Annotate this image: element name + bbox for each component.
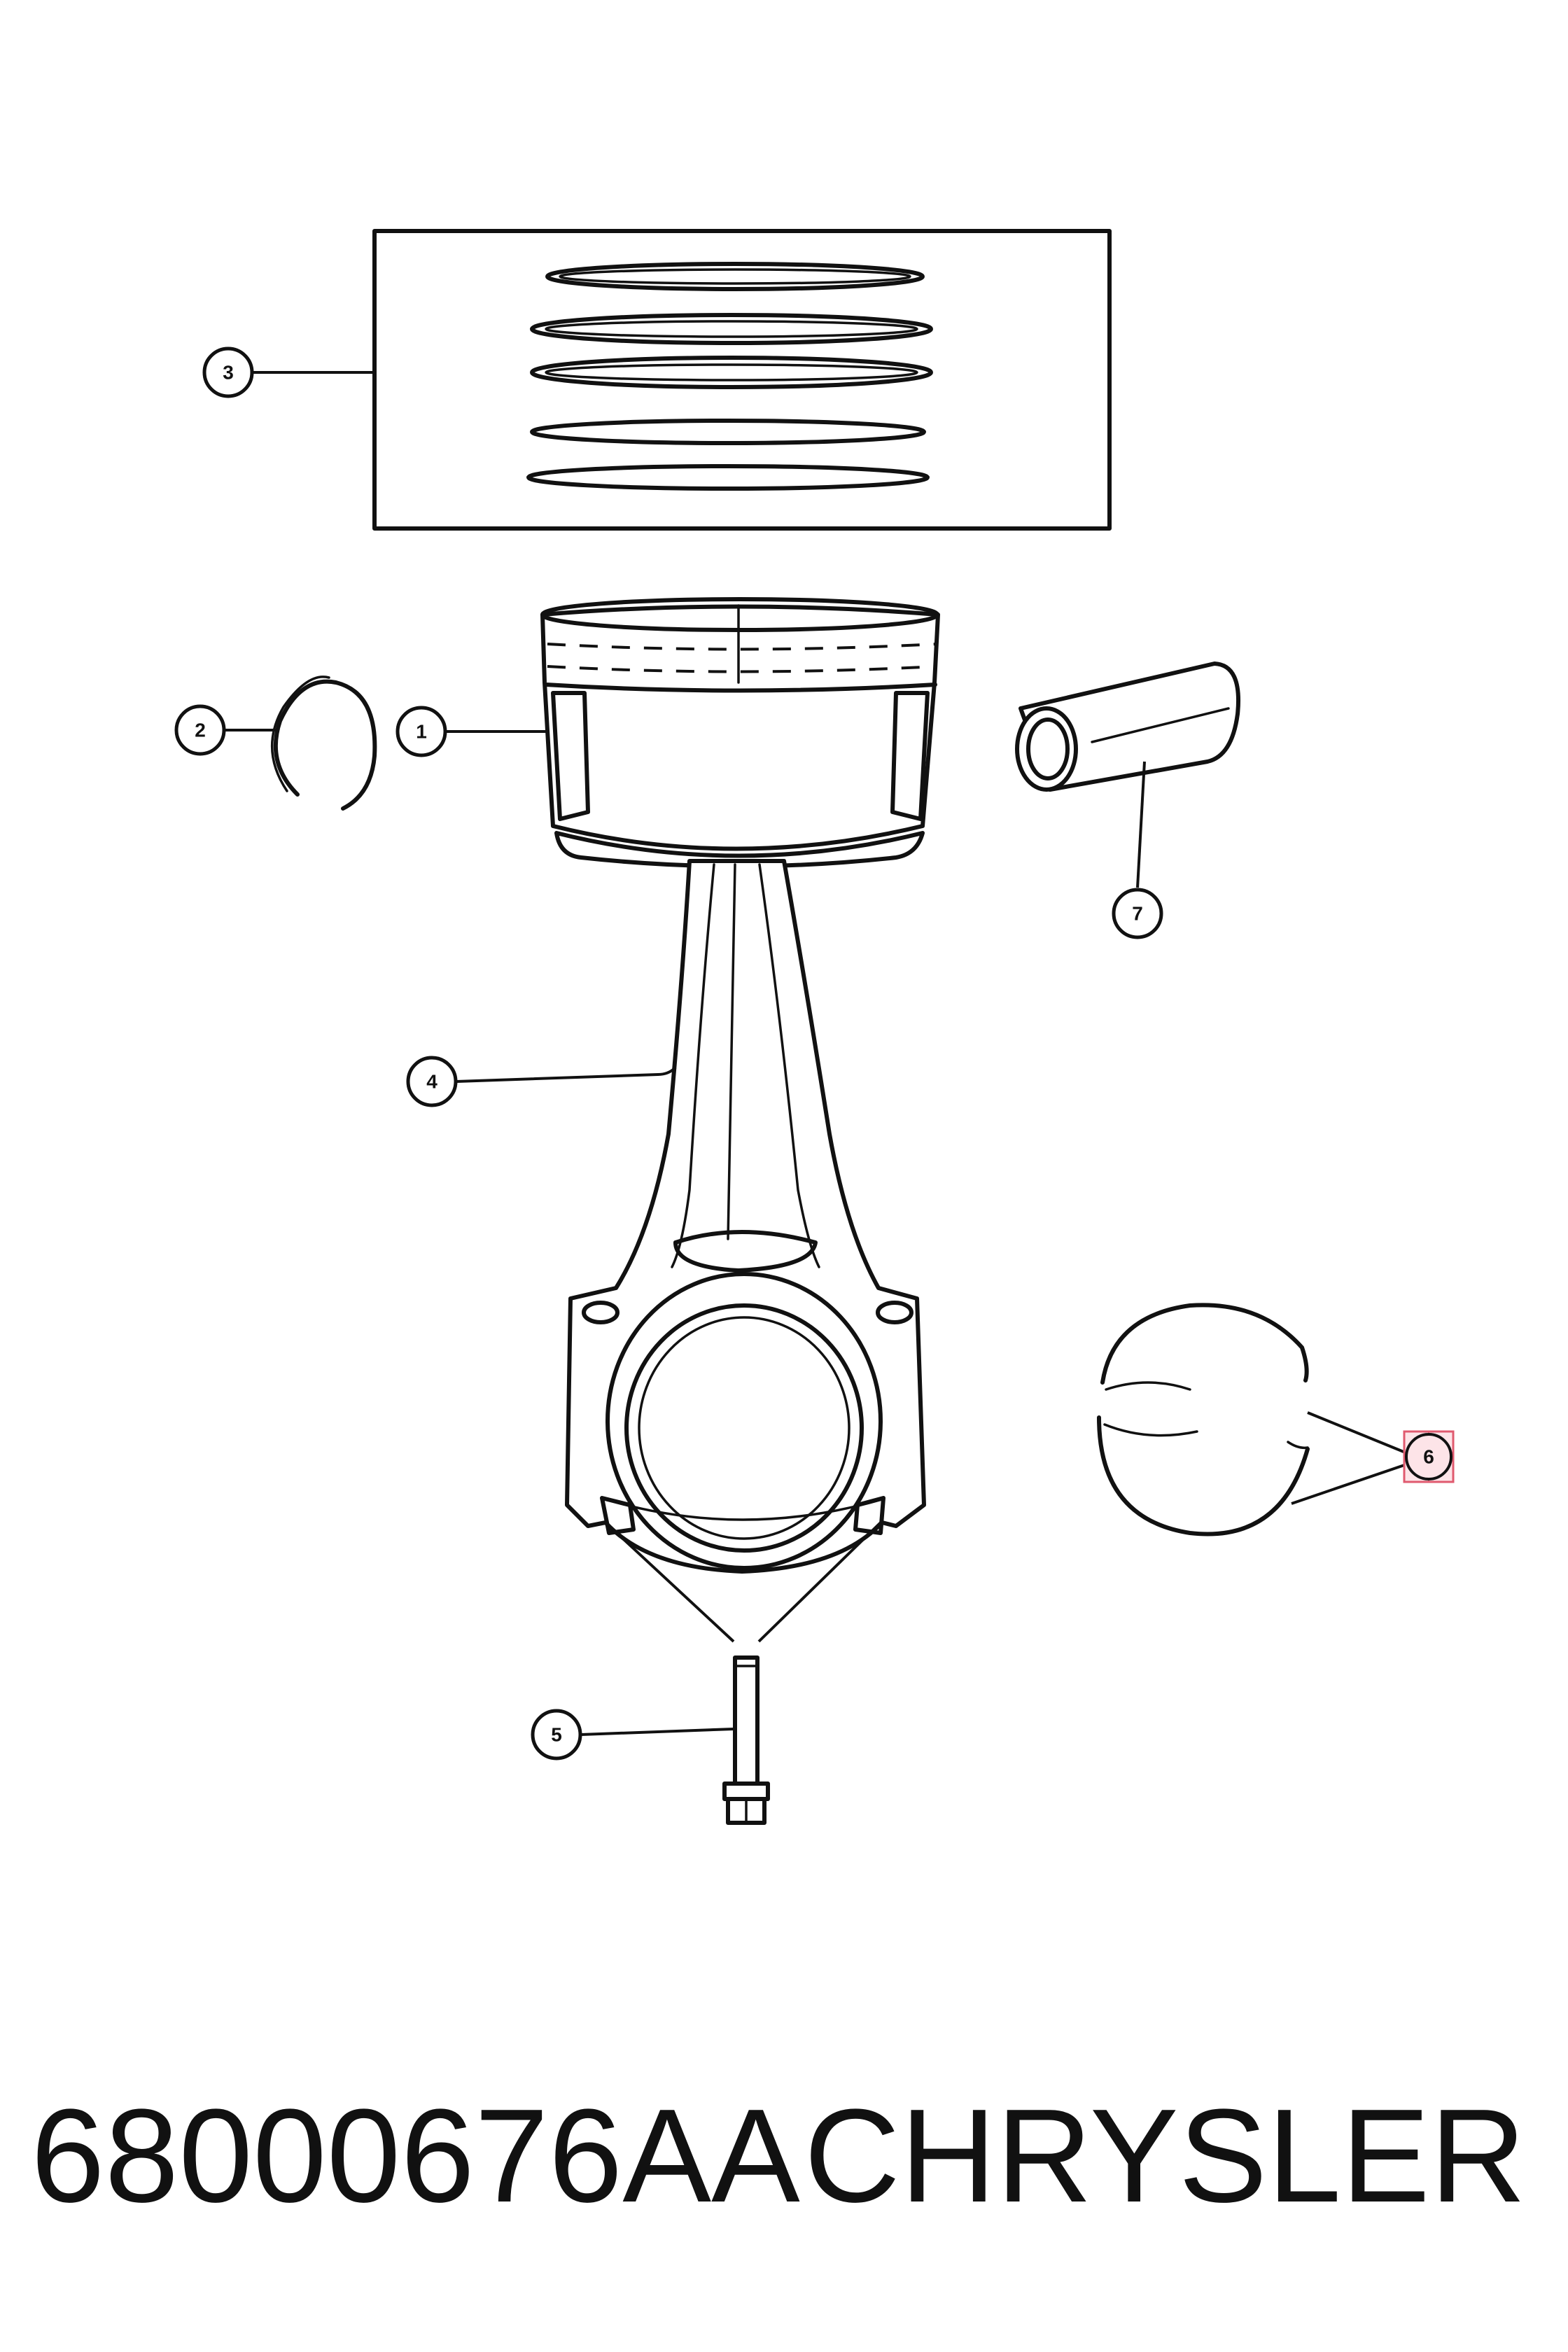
leader-line-6a <box>1307 1411 1411 1456</box>
callout-7[interactable]: 7 <box>1112 888 1163 939</box>
callout-1[interactable]: 1 <box>396 706 447 757</box>
callout-3[interactable]: 3 <box>202 346 254 398</box>
callout-6[interactable]: 6 <box>1403 1430 1455 1483</box>
piston-ring-set <box>372 229 1112 531</box>
callout-label: 4 <box>426 1071 438 1093</box>
callout-circle <box>1405 1433 1452 1480</box>
callout-label: 2 <box>195 720 206 741</box>
leader-line-7 <box>1136 761 1146 888</box>
leader-line-5 <box>580 1728 734 1736</box>
piston <box>540 597 940 869</box>
leader-line-6b <box>1291 1462 1411 1505</box>
callout-label: 1 <box>416 721 427 743</box>
callout-2[interactable]: 2 <box>174 704 226 756</box>
brand-name: CHRYSLER <box>804 2082 1526 2230</box>
callout-5[interactable]: 5 <box>531 1709 582 1760</box>
callout-label: 5 <box>551 1724 562 1746</box>
piston-pin-retainer-clip <box>271 676 377 811</box>
leader-line-4 <box>456 1066 677 1083</box>
piston-pin <box>1015 662 1240 792</box>
callout-label: 6 <box>1423 1446 1434 1468</box>
callout-label: 7 <box>1132 903 1143 925</box>
callout-4[interactable]: 4 <box>406 1056 458 1107</box>
connecting-rod <box>565 859 926 1574</box>
part-number: 68000676AA <box>31 2082 800 2230</box>
connecting-rod-bearing <box>1097 1303 1310 1536</box>
connecting-rod-bolt <box>604 1521 882 1825</box>
callout-label: 3 <box>223 362 234 384</box>
